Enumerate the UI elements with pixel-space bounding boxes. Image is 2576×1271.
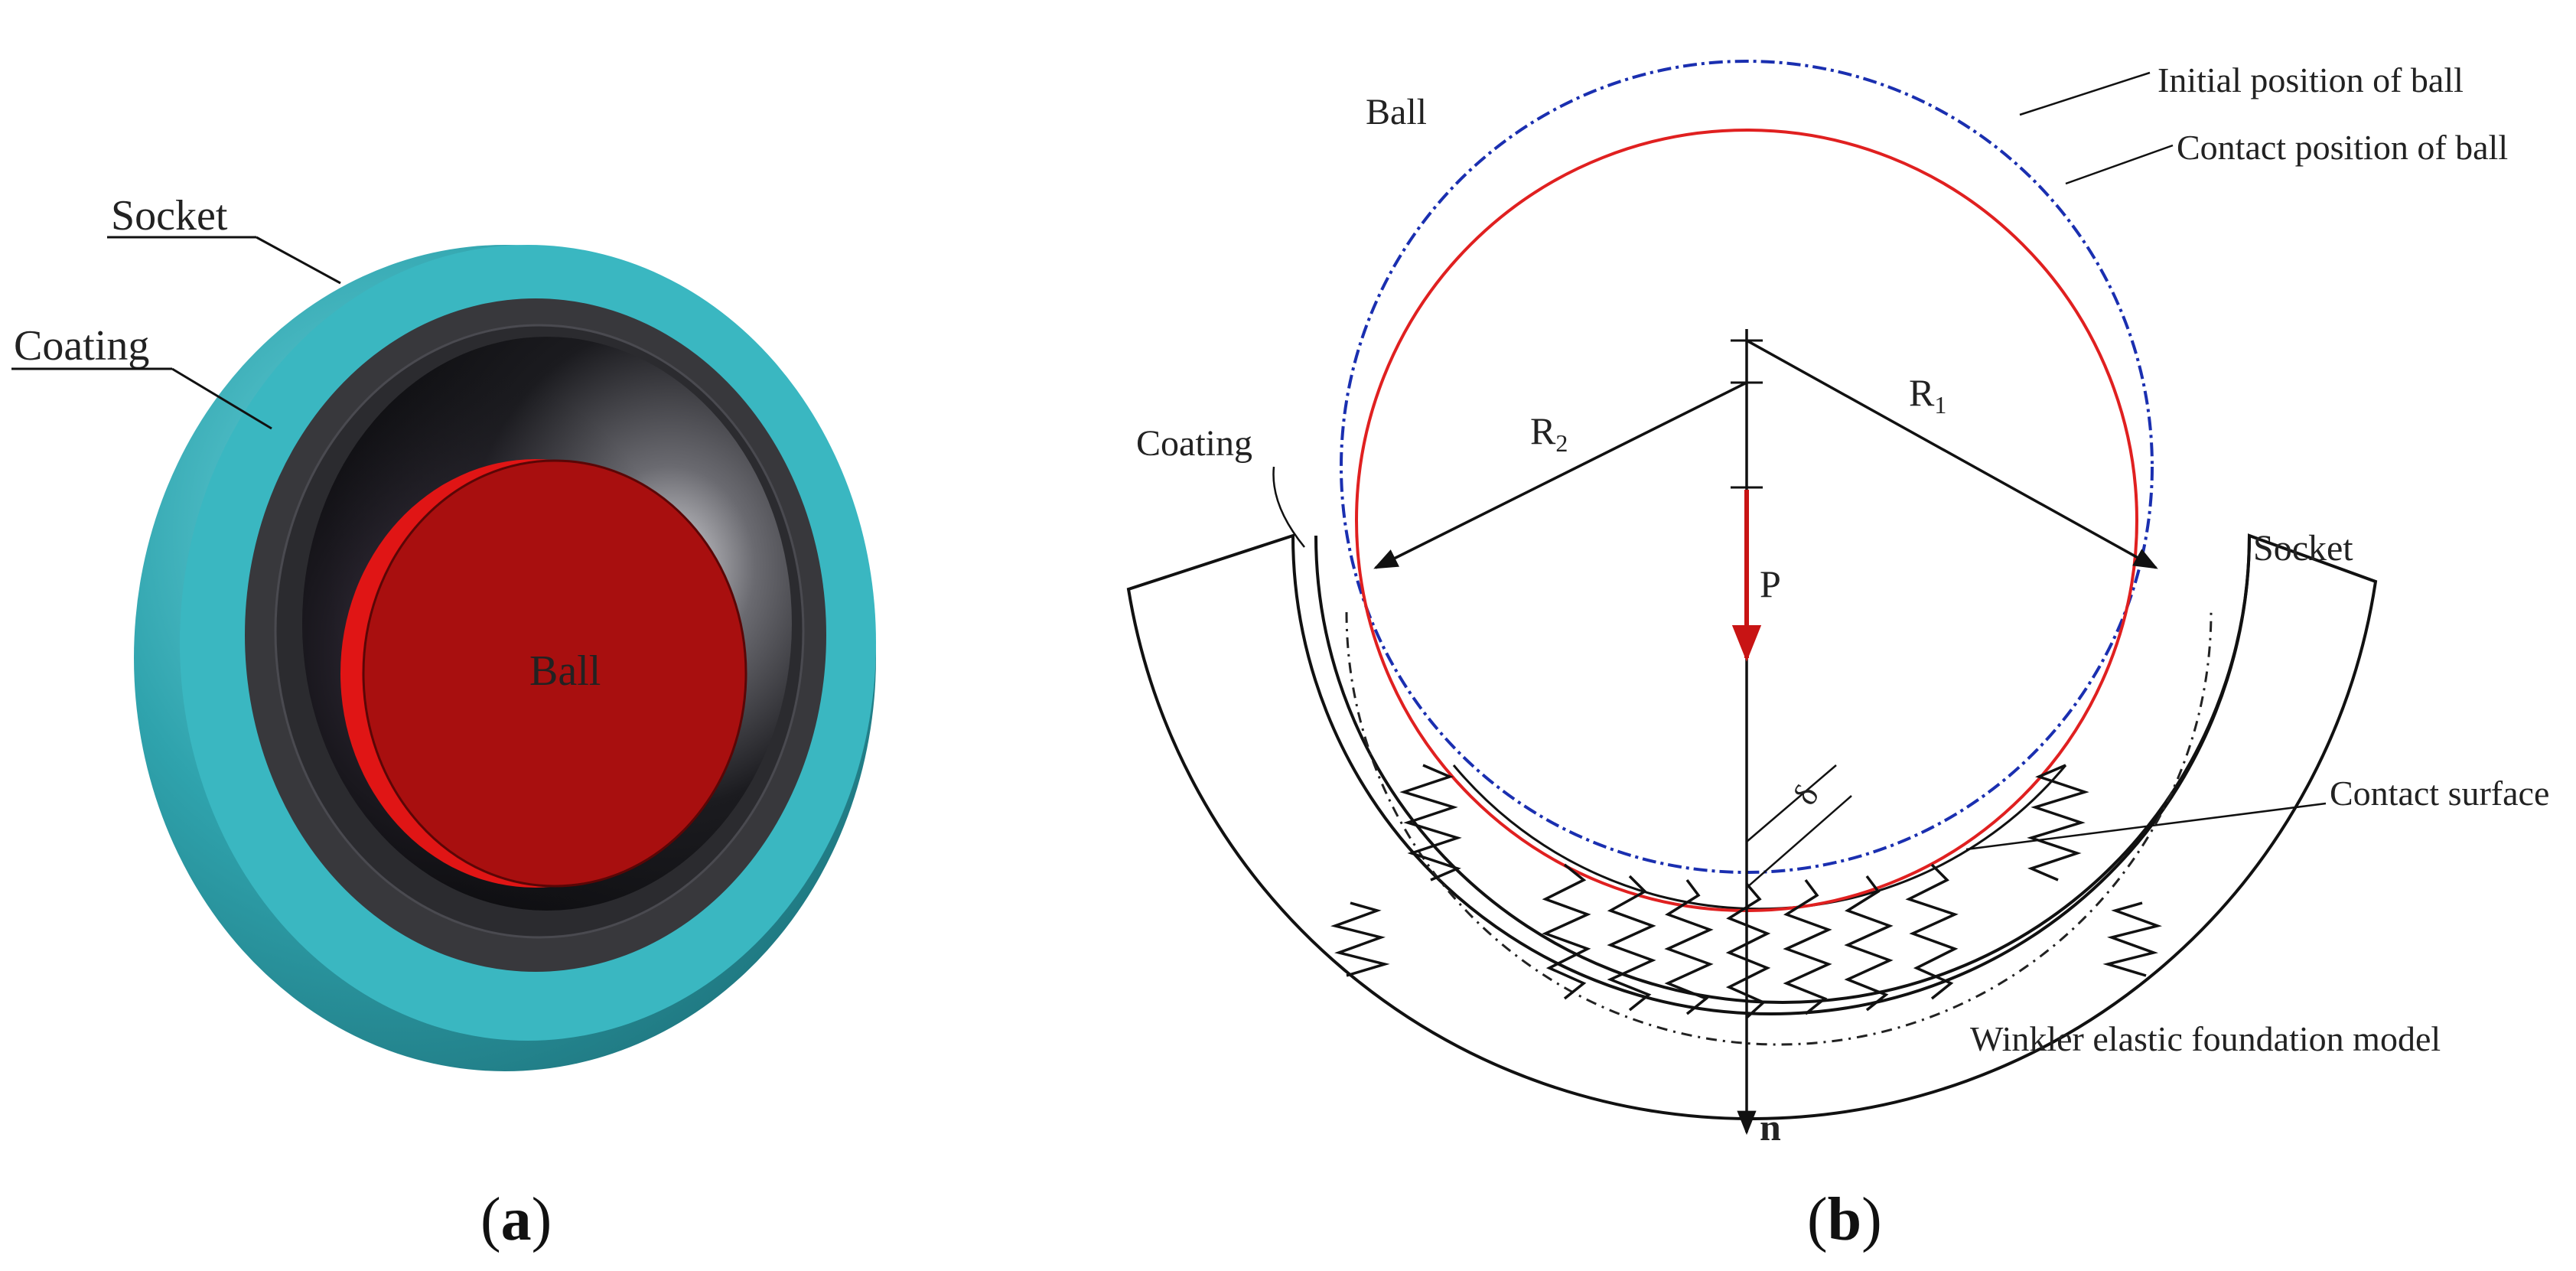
initial-position-label: Initial position of ball <box>2158 60 2464 99</box>
normal-label: n <box>1760 1106 1781 1149</box>
ball-face <box>362 459 747 888</box>
spring <box>1783 878 1832 1015</box>
spring <box>2102 901 2162 977</box>
socket-leader <box>256 236 341 285</box>
coating-label: Coating <box>14 322 149 370</box>
spring <box>1607 875 1656 1012</box>
contact-leader <box>2065 144 2174 185</box>
spring <box>2027 764 2089 882</box>
spring <box>1664 878 1714 1015</box>
delta-dim-line-2 <box>1746 795 1852 888</box>
contact-surface-label: Contact surface <box>2330 774 2549 813</box>
ball-label-b: Ball <box>1366 92 1427 132</box>
r2-label: R2 <box>1530 409 1568 457</box>
socket-body <box>1126 533 2378 1121</box>
spring <box>1725 882 1771 1019</box>
ball-label: Ball <box>529 647 601 695</box>
caption-a: (a) <box>480 1186 552 1253</box>
coating-label-b: Coating <box>1136 423 1252 464</box>
contact-position-label: Contact position of ball <box>2177 128 2508 167</box>
spring <box>1399 764 1462 882</box>
delta-label: δ <box>1786 779 1826 811</box>
r1-label: R1 <box>1909 371 1946 419</box>
spring <box>1330 901 1390 977</box>
winkler-springs <box>1330 764 2162 1019</box>
initial-leader <box>2019 71 2151 116</box>
socket-label-b: Socket <box>2253 528 2353 569</box>
panel-b: Ball Initial position of ball Contact po… <box>1126 60 2549 1253</box>
coating-leader <box>171 367 272 430</box>
delta-dim-line-1 <box>1746 764 1837 842</box>
contact-surface-curve <box>1345 611 2213 1046</box>
radius-r2 <box>1373 381 1747 569</box>
spring <box>1844 875 1894 1012</box>
spring <box>1905 863 1959 1000</box>
coating-boundary <box>1314 535 2251 1004</box>
socket-inner-arc <box>1452 764 2067 911</box>
panel-a: Socket Coating Ball (a) <box>11 192 876 1253</box>
coating-leader-b <box>1272 466 1305 548</box>
spring <box>1542 863 1591 1000</box>
load-label: P <box>1760 562 1781 605</box>
radius-r1 <box>1746 339 2158 569</box>
socket-label: Socket <box>111 192 228 240</box>
contact-surface-leader <box>1965 802 2327 851</box>
caption-b: (b) <box>1807 1186 1882 1253</box>
winkler-label: Winkler elastic foundation model <box>1970 1019 2441 1058</box>
